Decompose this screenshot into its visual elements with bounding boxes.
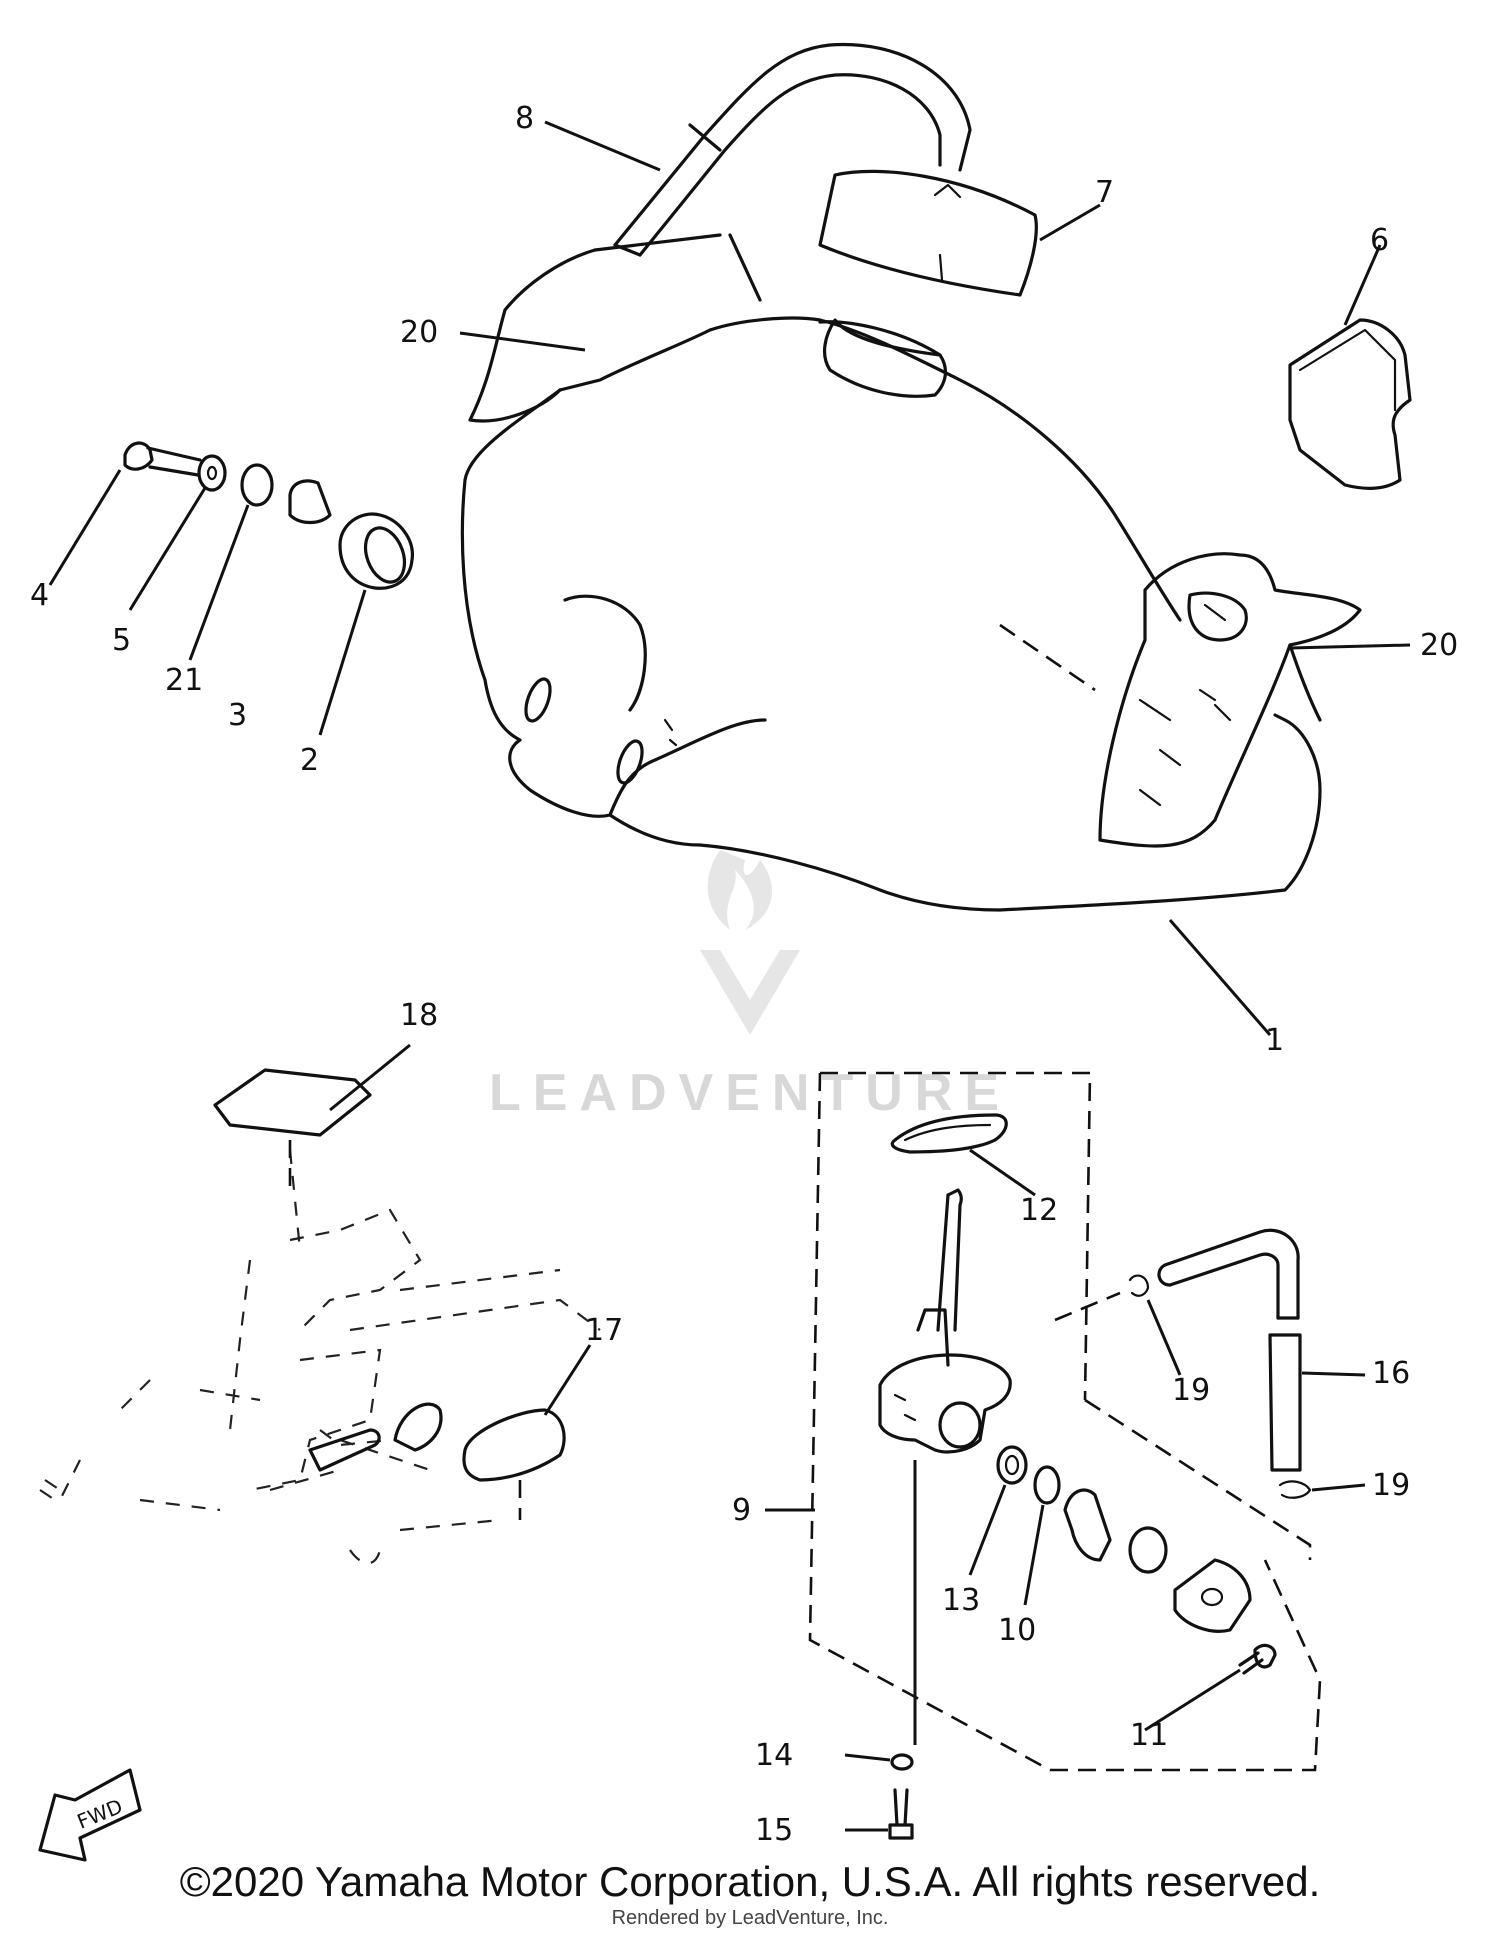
part-11-screw	[1238, 1643, 1277, 1675]
part-12-o-ring	[890, 1113, 1008, 1154]
part-5-washer	[197, 454, 227, 492]
fuel-cock-body	[878, 1188, 1012, 1454]
callout-9: 9	[732, 1493, 751, 1528]
part-9-fuel-cock-assembly	[808, 1071, 1322, 1772]
part-19-clip-upper	[1128, 1274, 1150, 1297]
leadventure-watermark: LEADVENTURE	[489, 850, 999, 1122]
part-18-pad	[213, 1068, 372, 1137]
part-13-o-ring	[996, 1445, 1028, 1485]
callout-19-lower: 19	[1372, 1468, 1410, 1503]
callout-8: 8	[515, 101, 534, 136]
part-1-fuel-tank	[460, 316, 1322, 912]
fuel-cock-plate	[1173, 1558, 1252, 1633]
rendered-by-notice: Rendered by LeadVenture, Inc.	[611, 1907, 889, 1929]
callout-1: 1	[1265, 1023, 1284, 1058]
frame-outline-ghost	[39, 1149, 601, 1565]
part-21-washer	[240, 463, 274, 507]
callout-20-upper: 20	[400, 315, 438, 350]
part-7-tank-cap	[818, 169, 1038, 297]
part-20-bracket-right	[1098, 552, 1362, 848]
copyright-notice: ©2020 Yamaha Motor Corporation, U.S.A. A…	[179, 1858, 1321, 1905]
callout-numbers: 8 7 6 20 20 4 5 21 3 2 1 18 17 12 19 16 …	[30, 101, 1458, 1848]
callout-4: 4	[30, 578, 49, 613]
callout-12: 12	[1020, 1193, 1058, 1228]
part-19-clip-lower	[1278, 1480, 1312, 1499]
fwd-arrow: FWD	[38, 1768, 142, 1862]
part-16-fuel-hose	[1157, 1228, 1302, 1472]
callout-18: 18	[400, 998, 438, 1033]
callout-21: 21	[165, 663, 203, 698]
callout-19-upper: 19	[1172, 1373, 1210, 1408]
callout-10: 10	[998, 1613, 1036, 1648]
callout-20-right: 20	[1420, 628, 1458, 663]
part-2-damper	[338, 512, 414, 590]
callout-16: 16	[1372, 1356, 1410, 1391]
callout-3: 3	[228, 698, 247, 733]
part-3-spacer	[288, 479, 332, 525]
part-15-bolt	[888, 1788, 914, 1840]
callout-17: 17	[585, 1313, 623, 1348]
leader-lines	[48, 120, 1411, 1832]
callout-11: 11	[1130, 1718, 1168, 1753]
part-8-breather-hose	[613, 42, 972, 257]
part-6-plate	[1288, 318, 1412, 490]
part-14-washer	[890, 1753, 914, 1771]
part-10-o-ring	[1033, 1465, 1061, 1505]
fuel-cock-seal	[1128, 1526, 1168, 1574]
part-4-bolt	[123, 441, 202, 477]
callout-7: 7	[1095, 175, 1114, 210]
callout-14: 14	[755, 1738, 793, 1773]
callout-2: 2	[300, 743, 319, 778]
part-20-tank-cover-upper	[468, 233, 762, 423]
callout-6: 6	[1370, 223, 1389, 258]
callout-15: 15	[755, 1813, 793, 1848]
callout-5: 5	[112, 623, 131, 658]
part-17-cushion	[462, 1408, 566, 1482]
fuel-cock-lever	[1063, 1488, 1112, 1562]
callout-13: 13	[942, 1583, 980, 1618]
